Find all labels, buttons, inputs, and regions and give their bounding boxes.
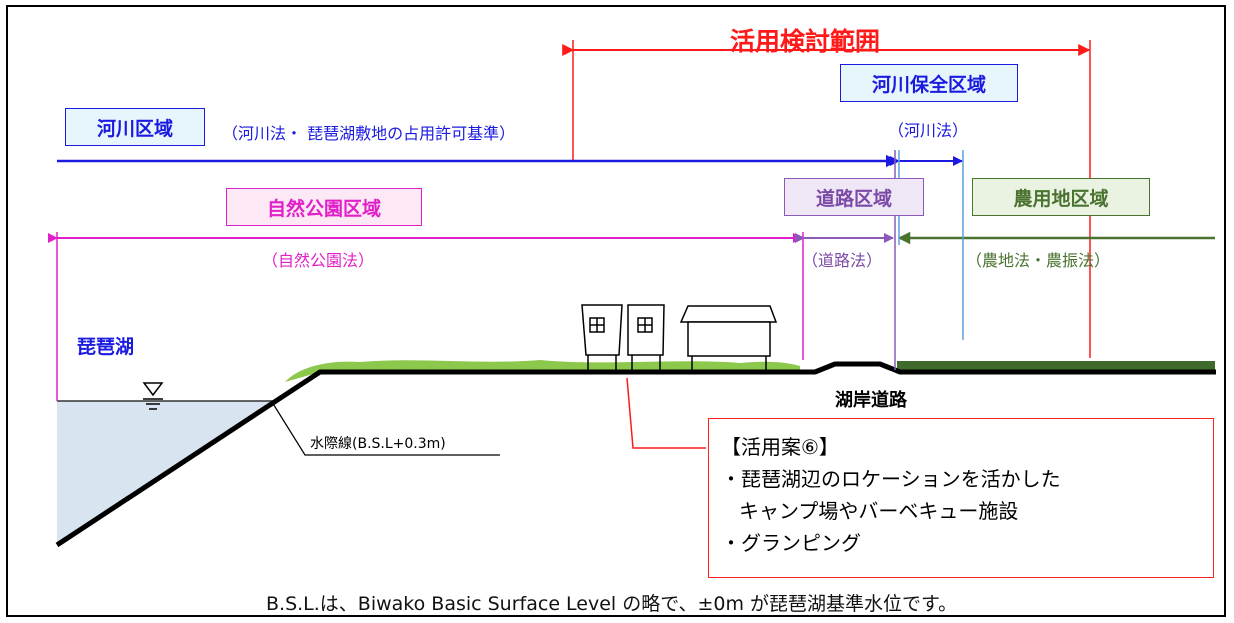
plan-box: 【活用案⑥】 ・琵琶湖辺のロケーションを活かした キャンプ場やバーベキュー施設 … xyxy=(708,418,1214,578)
natural-park-law: （自然公園法） xyxy=(262,251,375,270)
plan-line-2: キャンプ場やバーベキュー施設 xyxy=(739,499,1019,523)
river-zone-box: 河川区域 xyxy=(65,108,205,146)
road-zone-law: （道路法） xyxy=(802,251,883,270)
road-zone-box: 道路区域 xyxy=(784,178,924,216)
tent-icon xyxy=(627,304,665,370)
river-zone-law: （河川法・ 琵琶湖敷地の占用許可基準） xyxy=(222,124,516,143)
water-line-label: 水際線(B.S.L+0.3m) xyxy=(310,436,446,452)
tent-icon xyxy=(581,304,623,370)
bbq-shelter-icon xyxy=(679,305,778,370)
ground-profile xyxy=(55,361,1216,548)
plan-leader xyxy=(626,377,706,449)
diagram-frame xyxy=(6,5,1226,617)
river-conservation-box: 河川保全区域 xyxy=(840,64,1018,102)
plan-heading: 【活用案⑥】 xyxy=(721,435,839,459)
scope-title: 活用検討範囲 xyxy=(730,27,881,56)
water-line-leader xyxy=(271,401,500,456)
farm-zone-law: （農地法・農振法） xyxy=(966,251,1111,270)
farmland-strip xyxy=(897,361,1215,371)
water-level-symbol xyxy=(142,382,164,397)
footnote: B.S.L.は、Biwako Basic Surface Level の略で、±… xyxy=(266,593,958,615)
river-conservation-law: （河川法） xyxy=(888,121,969,140)
plan-line-1: ・琵琶湖辺のロケーションを活かした xyxy=(721,467,1061,491)
plan-line-3: ・グランピング xyxy=(721,531,861,555)
road-label: 湖岸道路 xyxy=(835,390,907,411)
farm-zone-box: 農用地区域 xyxy=(972,178,1150,216)
natural-park-box: 自然公園区域 xyxy=(226,188,422,226)
lake-label: 琵琶湖 xyxy=(77,336,135,358)
